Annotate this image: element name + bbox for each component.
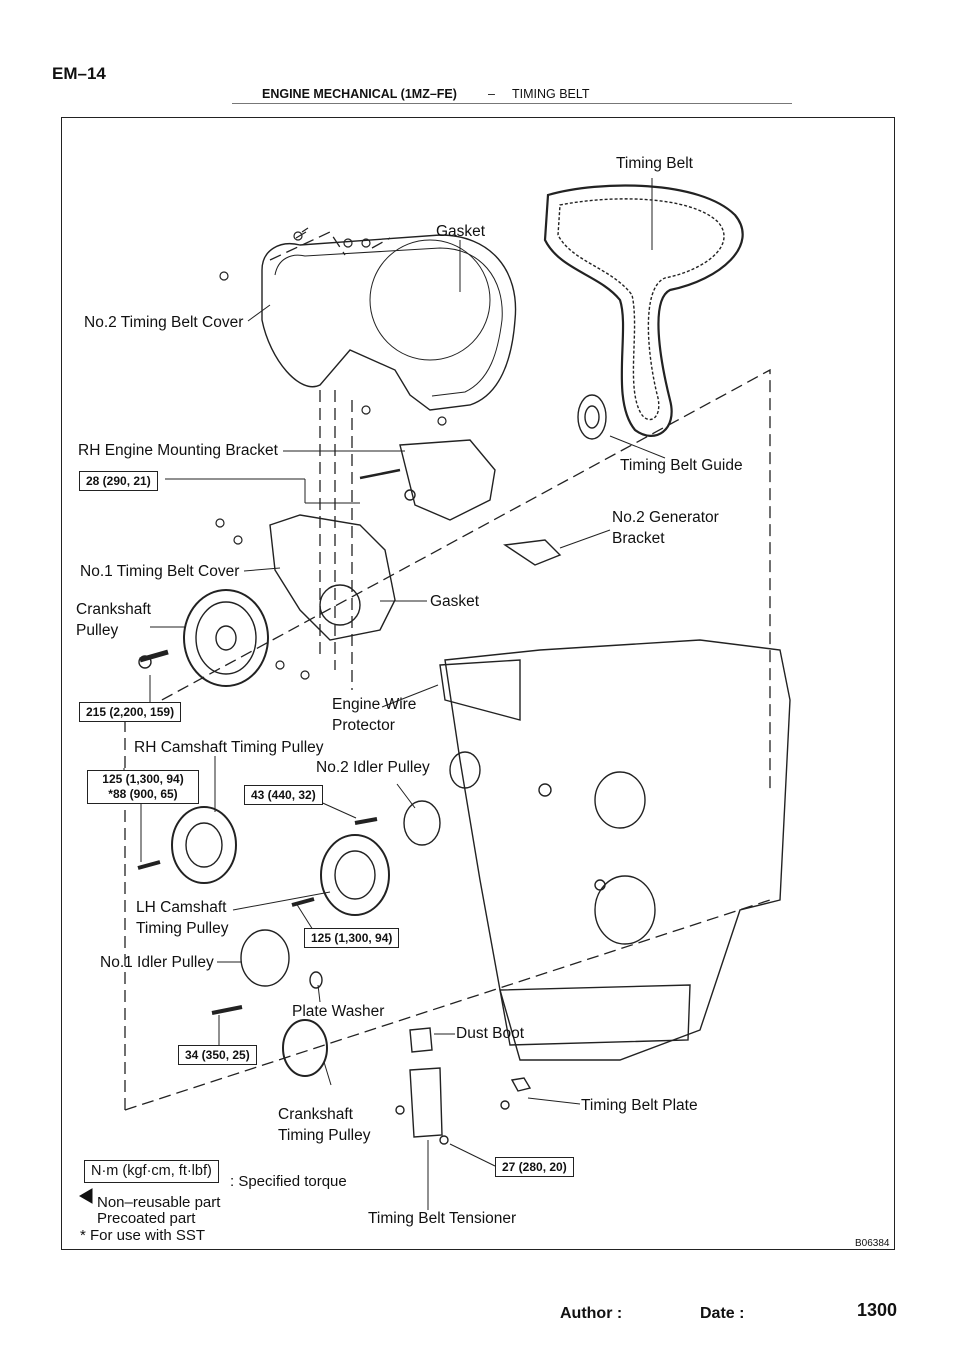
- manual-subtitle: TIMING BELT: [512, 87, 590, 101]
- label-lh-cam-1: LH Camshaft: [136, 899, 227, 916]
- no1-cover-drawing: [269, 514, 396, 641]
- legend-nonreusable: Non–reusable part: [97, 1194, 221, 1211]
- label-no1-cover: No.1 Timing Belt Cover: [80, 563, 240, 580]
- label-belt-plate: Timing Belt Plate: [581, 1097, 698, 1114]
- torque-125-lh: 125 (1,300, 94): [304, 928, 400, 948]
- label-gasket-mid: Gasket: [430, 593, 480, 610]
- torque-27: 27 (280, 20): [495, 1157, 574, 1177]
- no2-cover-drawing: [261, 234, 517, 411]
- crank-pulley-drawing: [183, 589, 269, 687]
- label-dust-boot: Dust Boot: [456, 1025, 525, 1042]
- label-crank-pulley-1: Crankshaft: [76, 601, 151, 618]
- label-lh-cam-2: Timing Pulley: [136, 920, 229, 937]
- label-crank-timing-pulley-2: Timing Pulley: [278, 1127, 371, 1144]
- label-no2-cover: No.2 Timing Belt Cover: [84, 314, 244, 331]
- legend-sst: * For use with SST: [80, 1227, 206, 1244]
- label-rh-cam-pulley: RH Camshaft Timing Pulley: [134, 739, 324, 756]
- torque-215: 215 (2,200, 159): [79, 702, 182, 722]
- label-no1-idler: No.1 Idler Pulley: [100, 954, 214, 971]
- generator-bracket-drawing: [503, 539, 562, 566]
- header-rule: [232, 103, 792, 104]
- label-no2-idler: No.2 Idler Pulley: [316, 759, 430, 776]
- label-plate-washer: Plate Washer: [292, 1003, 385, 1020]
- footer-date: Date :: [700, 1305, 745, 1322]
- label-belt-guide: Timing Belt Guide: [620, 457, 743, 474]
- no1-idler-drawing: [240, 929, 290, 987]
- nonreusable-triangle-icon: [79, 1188, 93, 1204]
- label-crank-timing-pulley-1: Crankshaft: [278, 1106, 353, 1123]
- tensioner-drawing: [409, 1067, 443, 1138]
- lh-cam-pulley-drawing: [320, 834, 390, 916]
- leader-lines: [123, 178, 666, 1210]
- torque-125-rh-box: 125 (1,300, 94) *88 (900, 65): [87, 770, 199, 804]
- title-separator: –: [488, 87, 495, 101]
- mounting-bracket-drawing: [399, 439, 496, 521]
- legend-specified-torque: : Specified torque: [230, 1173, 347, 1190]
- label-gasket-top: Gasket: [436, 223, 486, 240]
- footer-author: Author :: [560, 1305, 623, 1322]
- page-number: 1300: [857, 1300, 898, 1320]
- label-no2-generator-2: Bracket: [612, 530, 665, 547]
- legend-precoated: Precoated part: [97, 1210, 196, 1227]
- label-wire-protector-1: Engine Wire: [332, 696, 417, 713]
- rh-cam-pulley-drawing: [171, 806, 237, 884]
- torque-88-sst: *88 (900, 65): [108, 787, 178, 801]
- belt-plate-drawing: [510, 1077, 532, 1092]
- crank-timing-pulley-drawing: [282, 1019, 328, 1077]
- torque-125-rh: 125 (1,300, 94): [102, 772, 184, 786]
- timing-belt-drawing: [543, 184, 744, 437]
- cover-bolts: [215, 227, 447, 680]
- dust-boot-drawing: [409, 1027, 433, 1053]
- engine-block-drawing: [439, 639, 791, 1061]
- torque-28: 28 (290, 21): [79, 471, 158, 491]
- label-wire-protector-2: Protector: [332, 717, 395, 734]
- section-code: EM–14: [52, 64, 106, 83]
- no2-idler-drawing: [403, 800, 441, 846]
- belt-guide-drawing: [577, 394, 607, 440]
- label-crank-pulley-2: Pulley: [76, 622, 119, 639]
- figure-id: B06384: [855, 1238, 890, 1249]
- manual-title: ENGINE MECHANICAL (1MZ–FE): [262, 87, 457, 101]
- diagram-frame: [61, 117, 895, 1250]
- dashed-outline: [124, 231, 771, 1111]
- label-rh-bracket: RH Engine Mounting Bracket: [78, 442, 278, 459]
- label-tensioner: Timing Belt Tensioner: [368, 1210, 517, 1227]
- torque-34: 34 (350, 25): [178, 1045, 257, 1065]
- legend-unit-box: N·m (kgf·cm, ft·lbf): [84, 1160, 219, 1183]
- label-timing-belt: Timing Belt: [616, 155, 693, 172]
- torque-43: 43 (440, 32): [244, 785, 323, 805]
- label-no2-generator-1: No.2 Generator: [612, 509, 719, 526]
